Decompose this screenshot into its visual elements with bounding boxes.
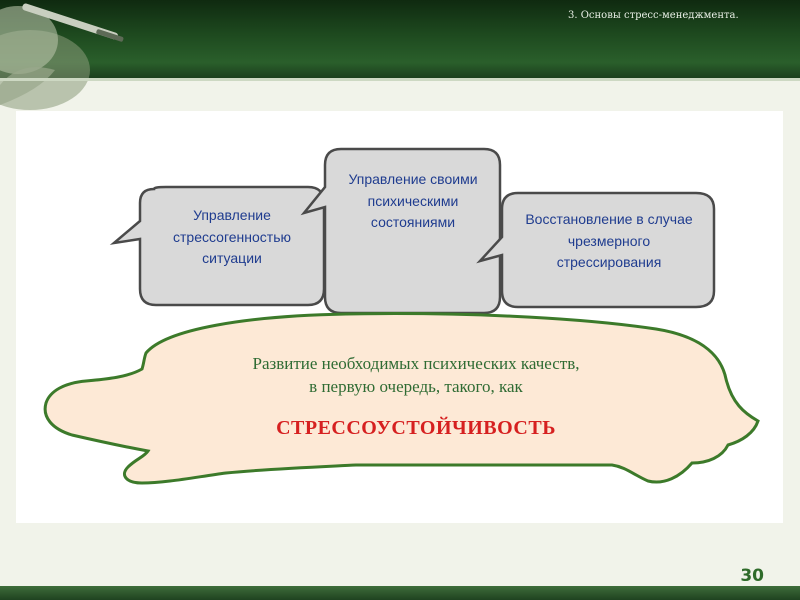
page-number: 30	[740, 566, 764, 586]
slide-header: 3. Основы стресс-менеджмента.	[0, 0, 800, 110]
bubble-right-line: чрезмерного	[567, 232, 651, 249]
turtle-line-1: Развитие необходимых психических качеств…	[252, 354, 580, 373]
bubble-middle-line: психическими	[367, 192, 459, 209]
slide-title: 3. Основы стресс-менеджмента.	[568, 10, 739, 21]
header-divider	[0, 78, 800, 81]
hand-with-pen-icon	[0, 3, 124, 110]
content-panel: Управление стрессогенностью ситуации Упр…	[16, 111, 783, 523]
bubble-right-line: Восстановление в случае	[525, 211, 693, 227]
bubble-right-line: стрессирования	[556, 254, 662, 271]
turtle-diagram	[43, 147, 760, 485]
bubble-middle-line: Управление своими	[348, 171, 478, 187]
speech-bubble-right	[476, 191, 716, 309]
bubble-left-line: Управление	[193, 207, 271, 223]
turtle-line-2: в первую очередь, такого, как	[309, 376, 523, 396]
speech-bubble-left	[109, 185, 326, 307]
bubble-left-text: Управление стрессогенностью ситуации	[144, 205, 320, 270]
stress-resistance-emphasis: СТРЕССОУСТОЙЧИВОСТЬ	[276, 417, 556, 439]
turtle-shape	[43, 312, 760, 485]
bubble-left-line: ситуации	[202, 250, 262, 267]
bubble-middle-text: Управление своими психическими состояния…	[328, 169, 498, 234]
turtle-text: Развитие необходимых психических качеств…	[186, 353, 646, 399]
bubble-right-text: Восстановление в случае чрезмерного стре…	[506, 209, 712, 274]
bubble-middle-line: состояниями	[370, 214, 456, 231]
footer-bar	[0, 586, 800, 600]
bubble-left-line: стрессогенностью	[173, 228, 291, 245]
